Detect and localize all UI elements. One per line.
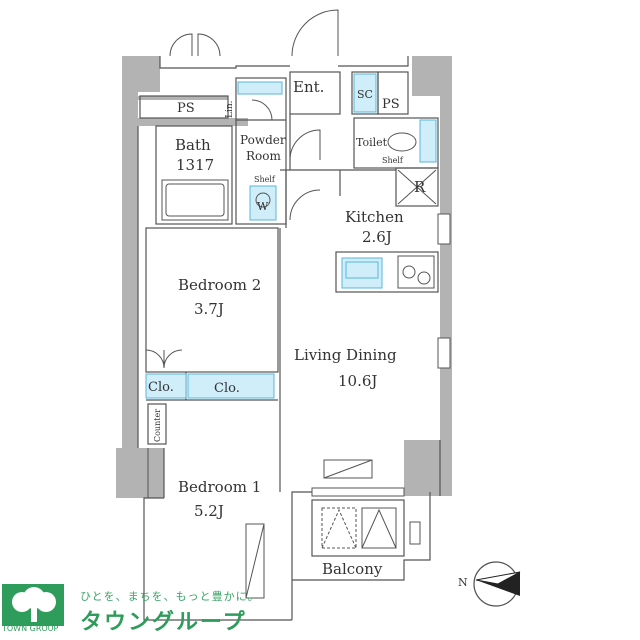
powder-room-label-1: Powder [240, 133, 286, 147]
closet-a-fixture [145, 373, 187, 399]
kitchen-size-label: 2.6J [362, 228, 392, 246]
washer-fixture [249, 185, 277, 221]
ps-left-label: PS [177, 101, 195, 116]
structural-walls [116, 56, 452, 498]
counter-label: Counter [153, 409, 162, 442]
kitchen-label: Kitchen [345, 208, 404, 226]
logo-tagline: ひとを、まちを、もっと豊かに。 [80, 590, 260, 603]
living-dining-size-label: 10.6J [338, 372, 377, 390]
doors [145, 9, 339, 498]
linen-fixture [237, 81, 283, 95]
closet-b-label: Clo. [214, 381, 240, 396]
bathtub [161, 179, 229, 221]
bedroom1-label: Bedroom 1 [178, 478, 261, 496]
interior-walls [139, 71, 439, 557]
bedroom1-size-label: 5.2J [194, 502, 224, 520]
company-logo: ひとを、まちを、もっと豊かに。 タウングループ TOWN GROUP [0, 580, 300, 640]
balcony-label: Balcony [322, 560, 383, 578]
compass: N [458, 561, 521, 607]
shoe-closet-label: SC [357, 88, 373, 101]
closet-b-fixture [187, 373, 275, 399]
fridge-label: R [414, 178, 426, 196]
tree-logo-icon [2, 584, 64, 626]
shelf-toilet-label: Shelf [382, 156, 404, 165]
bedroom2-label: Bedroom 2 [178, 276, 261, 294]
bath-label: Bath [175, 136, 211, 154]
bedroom2-size-label: 3.7J [194, 300, 224, 318]
living-dining-label: Living Dining [294, 346, 397, 364]
fixtures [145, 73, 437, 599]
compass-north-label: N [458, 576, 468, 589]
toilet-fixture [419, 119, 437, 163]
shelf-powder-label: Shelf [254, 175, 276, 184]
ps-right-label: PS [382, 97, 400, 112]
logo-brand: タウングループ [80, 610, 247, 635]
toilet-label: Toilet [356, 136, 388, 149]
exterior-outline [137, 56, 441, 621]
linen-label: Lin. [225, 100, 235, 118]
logo-subtitle: TOWN GROUP [2, 624, 59, 633]
shoe-closet-fixture [353, 73, 377, 113]
powder-room-label-2: Room [246, 149, 281, 163]
stove [397, 255, 435, 289]
washer-label: W [257, 200, 269, 213]
bath-size-label: 1317 [176, 156, 214, 174]
closet-a-label: Clo. [148, 380, 174, 395]
windows [311, 213, 451, 497]
sink-fixture [341, 257, 383, 289]
entrance-label: Ent. [293, 78, 324, 96]
